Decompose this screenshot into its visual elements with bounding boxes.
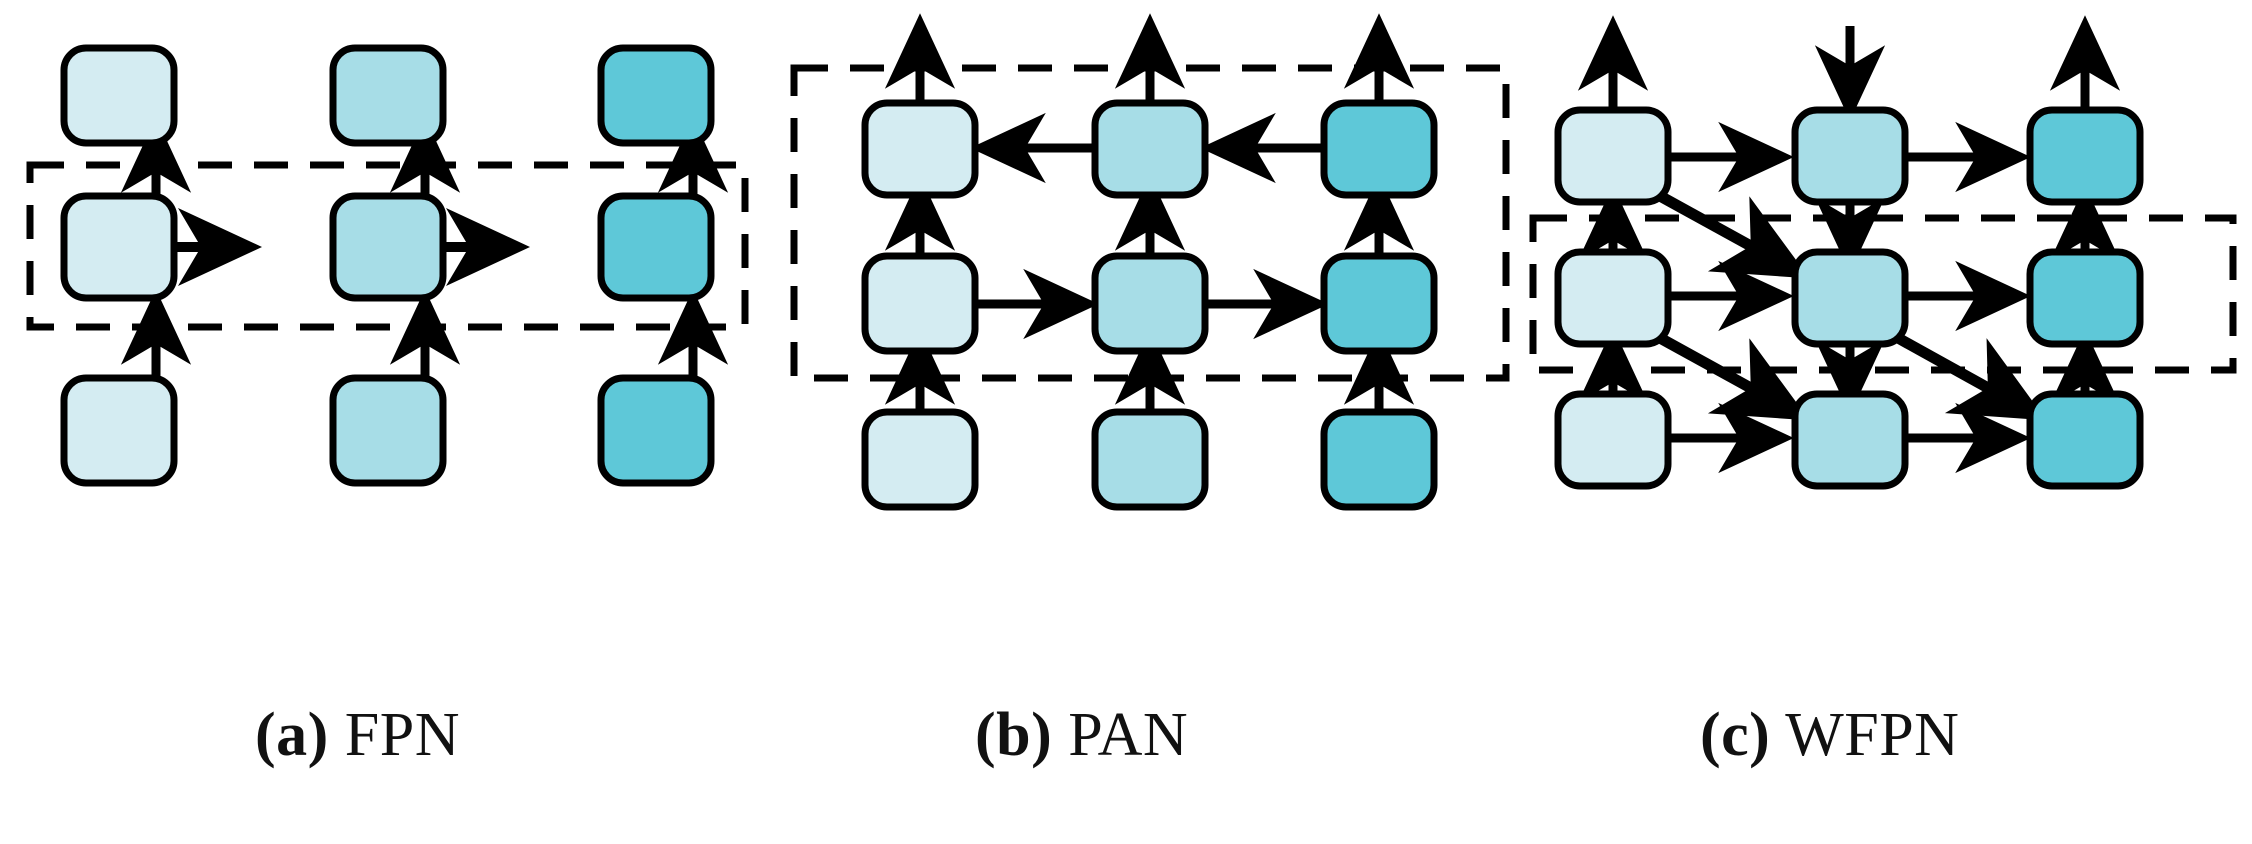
node-a-bot-1[interactable] bbox=[60, 374, 178, 487]
node-c-top-2[interactable] bbox=[1791, 106, 1909, 206]
panel-a-fpn bbox=[26, 44, 749, 487]
node-a-bot-2[interactable] bbox=[329, 374, 447, 487]
node-a-mid-3[interactable] bbox=[597, 192, 715, 302]
node-a-top-3[interactable] bbox=[597, 44, 715, 147]
diag-top1-to-mid2 bbox=[1657, 191, 1810, 279]
panel-a-dashed-box bbox=[26, 161, 749, 331]
node-b-top-1[interactable] bbox=[861, 99, 979, 199]
caption-panel-b: (b) PAN bbox=[975, 700, 1188, 771]
panel-c-diagonal-arrows bbox=[1657, 191, 2047, 421]
node-c-mid-2[interactable] bbox=[1791, 248, 1909, 348]
caption-panel-c: (c) WFPN bbox=[1700, 700, 1959, 771]
node-c-bot-2[interactable] bbox=[1791, 390, 1909, 490]
node-b-top-3[interactable] bbox=[1320, 99, 1438, 199]
node-b-bot-3[interactable] bbox=[1320, 408, 1438, 511]
node-a-mid-2[interactable] bbox=[329, 192, 447, 302]
node-a-top-2[interactable] bbox=[329, 44, 447, 147]
panel-b-pan bbox=[790, 13, 1510, 511]
node-a-mid-1[interactable] bbox=[60, 192, 178, 302]
node-a-top-1[interactable] bbox=[60, 44, 178, 147]
caption-panel-a: (a) FPN bbox=[255, 700, 460, 771]
caption-a-text: FPN bbox=[344, 701, 461, 769]
caption-b-tag: (b) bbox=[975, 701, 1053, 769]
node-a-bot-3[interactable] bbox=[597, 374, 715, 487]
node-b-mid-3[interactable] bbox=[1320, 252, 1438, 355]
diag-mid2-to-bot3 bbox=[1895, 333, 2047, 421]
node-c-bot-3[interactable] bbox=[2026, 390, 2144, 490]
caption-a-tag: (a) bbox=[255, 701, 329, 769]
node-b-bot-1[interactable] bbox=[861, 408, 979, 511]
panel-a-upward-arrows-bottom bbox=[120, 289, 729, 383]
node-b-mid-1[interactable] bbox=[861, 252, 979, 355]
node-c-mid-1[interactable] bbox=[1554, 248, 1672, 348]
panel-b-upward-arrows-mid bbox=[884, 175, 1415, 262]
panel-c-io-arrows bbox=[1577, 15, 2121, 121]
caption-c-text: WFPN bbox=[1785, 701, 1960, 769]
node-b-top-2[interactable] bbox=[1091, 99, 1209, 199]
node-b-mid-2[interactable] bbox=[1091, 252, 1209, 355]
node-c-bot-1[interactable] bbox=[1554, 390, 1672, 490]
node-c-top-3[interactable] bbox=[2026, 106, 2144, 206]
node-b-bot-2[interactable] bbox=[1091, 408, 1209, 511]
caption-c-tag: (c) bbox=[1700, 701, 1771, 769]
diag-mid1-to-bot2 bbox=[1657, 333, 1810, 421]
panel-b-output-arrows bbox=[884, 13, 1415, 110]
caption-b-text: PAN bbox=[1068, 701, 1189, 769]
node-c-mid-3[interactable] bbox=[2026, 248, 2144, 348]
node-c-top-1[interactable] bbox=[1554, 106, 1672, 206]
panel-c-wfpn bbox=[1529, 15, 2237, 490]
